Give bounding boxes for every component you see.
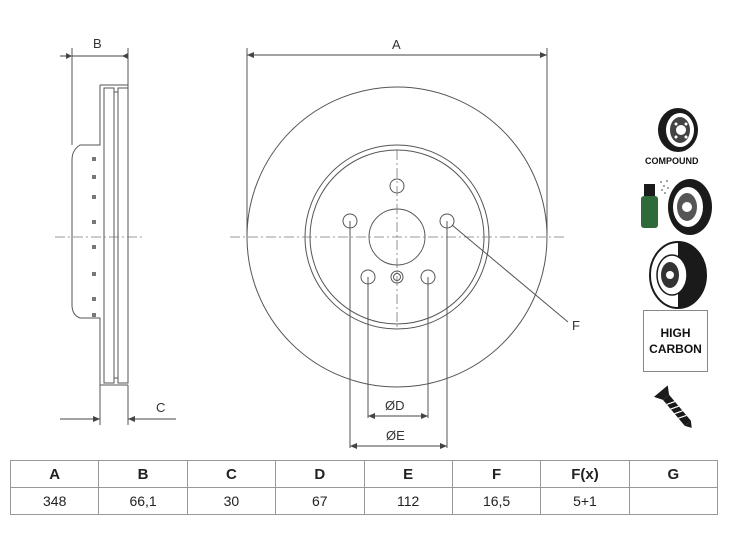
disc-side-profile [71, 48, 129, 425]
spec-header-a: A [9, 460, 100, 488]
dimension-a [247, 52, 547, 58]
centerlines-front [230, 150, 565, 330]
label-f: F [572, 318, 580, 333]
spec-value-e: 112 [363, 487, 453, 515]
high-carbon-badge: HIGH CARBON [643, 310, 708, 372]
high-carbon-line1: HIGH [660, 326, 691, 340]
label-b: B [93, 36, 102, 51]
spec-value-a: 348 [9, 487, 100, 515]
coating-spray-icon [641, 179, 712, 235]
spec-value-b: 66,1 [98, 487, 188, 515]
leader-f [451, 224, 569, 323]
label-e: ØE [386, 428, 405, 443]
dimension-b [60, 53, 128, 59]
spec-header-b: B [98, 460, 188, 488]
disc-rotation-icon [649, 241, 707, 309]
spec-value-f: 16,5 [451, 487, 542, 515]
dimension-e [350, 443, 447, 449]
spec-header-g: G [628, 460, 719, 488]
spec-table: A B C D E F F(x) G 348 66,1 30 67 112 16… [9, 460, 719, 515]
spec-header-fx: F(x) [540, 460, 630, 488]
spec-value-fx: 5+1 [540, 487, 630, 515]
compound-label: COMPOUND [645, 156, 699, 166]
label-a: A [392, 37, 401, 52]
spec-value-d: 67 [275, 487, 365, 515]
spec-header-d: D [275, 460, 365, 488]
spec-header-c: C [186, 460, 277, 488]
spec-header-row: A B C D E F F(x) G [9, 460, 719, 488]
spec-value-row: 348 66,1 30 67 112 16,5 5+1 [9, 487, 719, 515]
label-c: C [156, 400, 165, 415]
spec-value-c: 30 [186, 487, 277, 515]
spec-header-e: E [363, 460, 453, 488]
dimension-c [60, 416, 176, 422]
spec-header-f: F [451, 460, 542, 488]
dimension-d [368, 413, 428, 419]
label-d: ØD [385, 398, 405, 413]
spec-value-g [628, 487, 719, 515]
high-carbon-line2: CARBON [649, 342, 702, 356]
screw-icon [653, 385, 692, 428]
compound-icon [658, 108, 698, 152]
